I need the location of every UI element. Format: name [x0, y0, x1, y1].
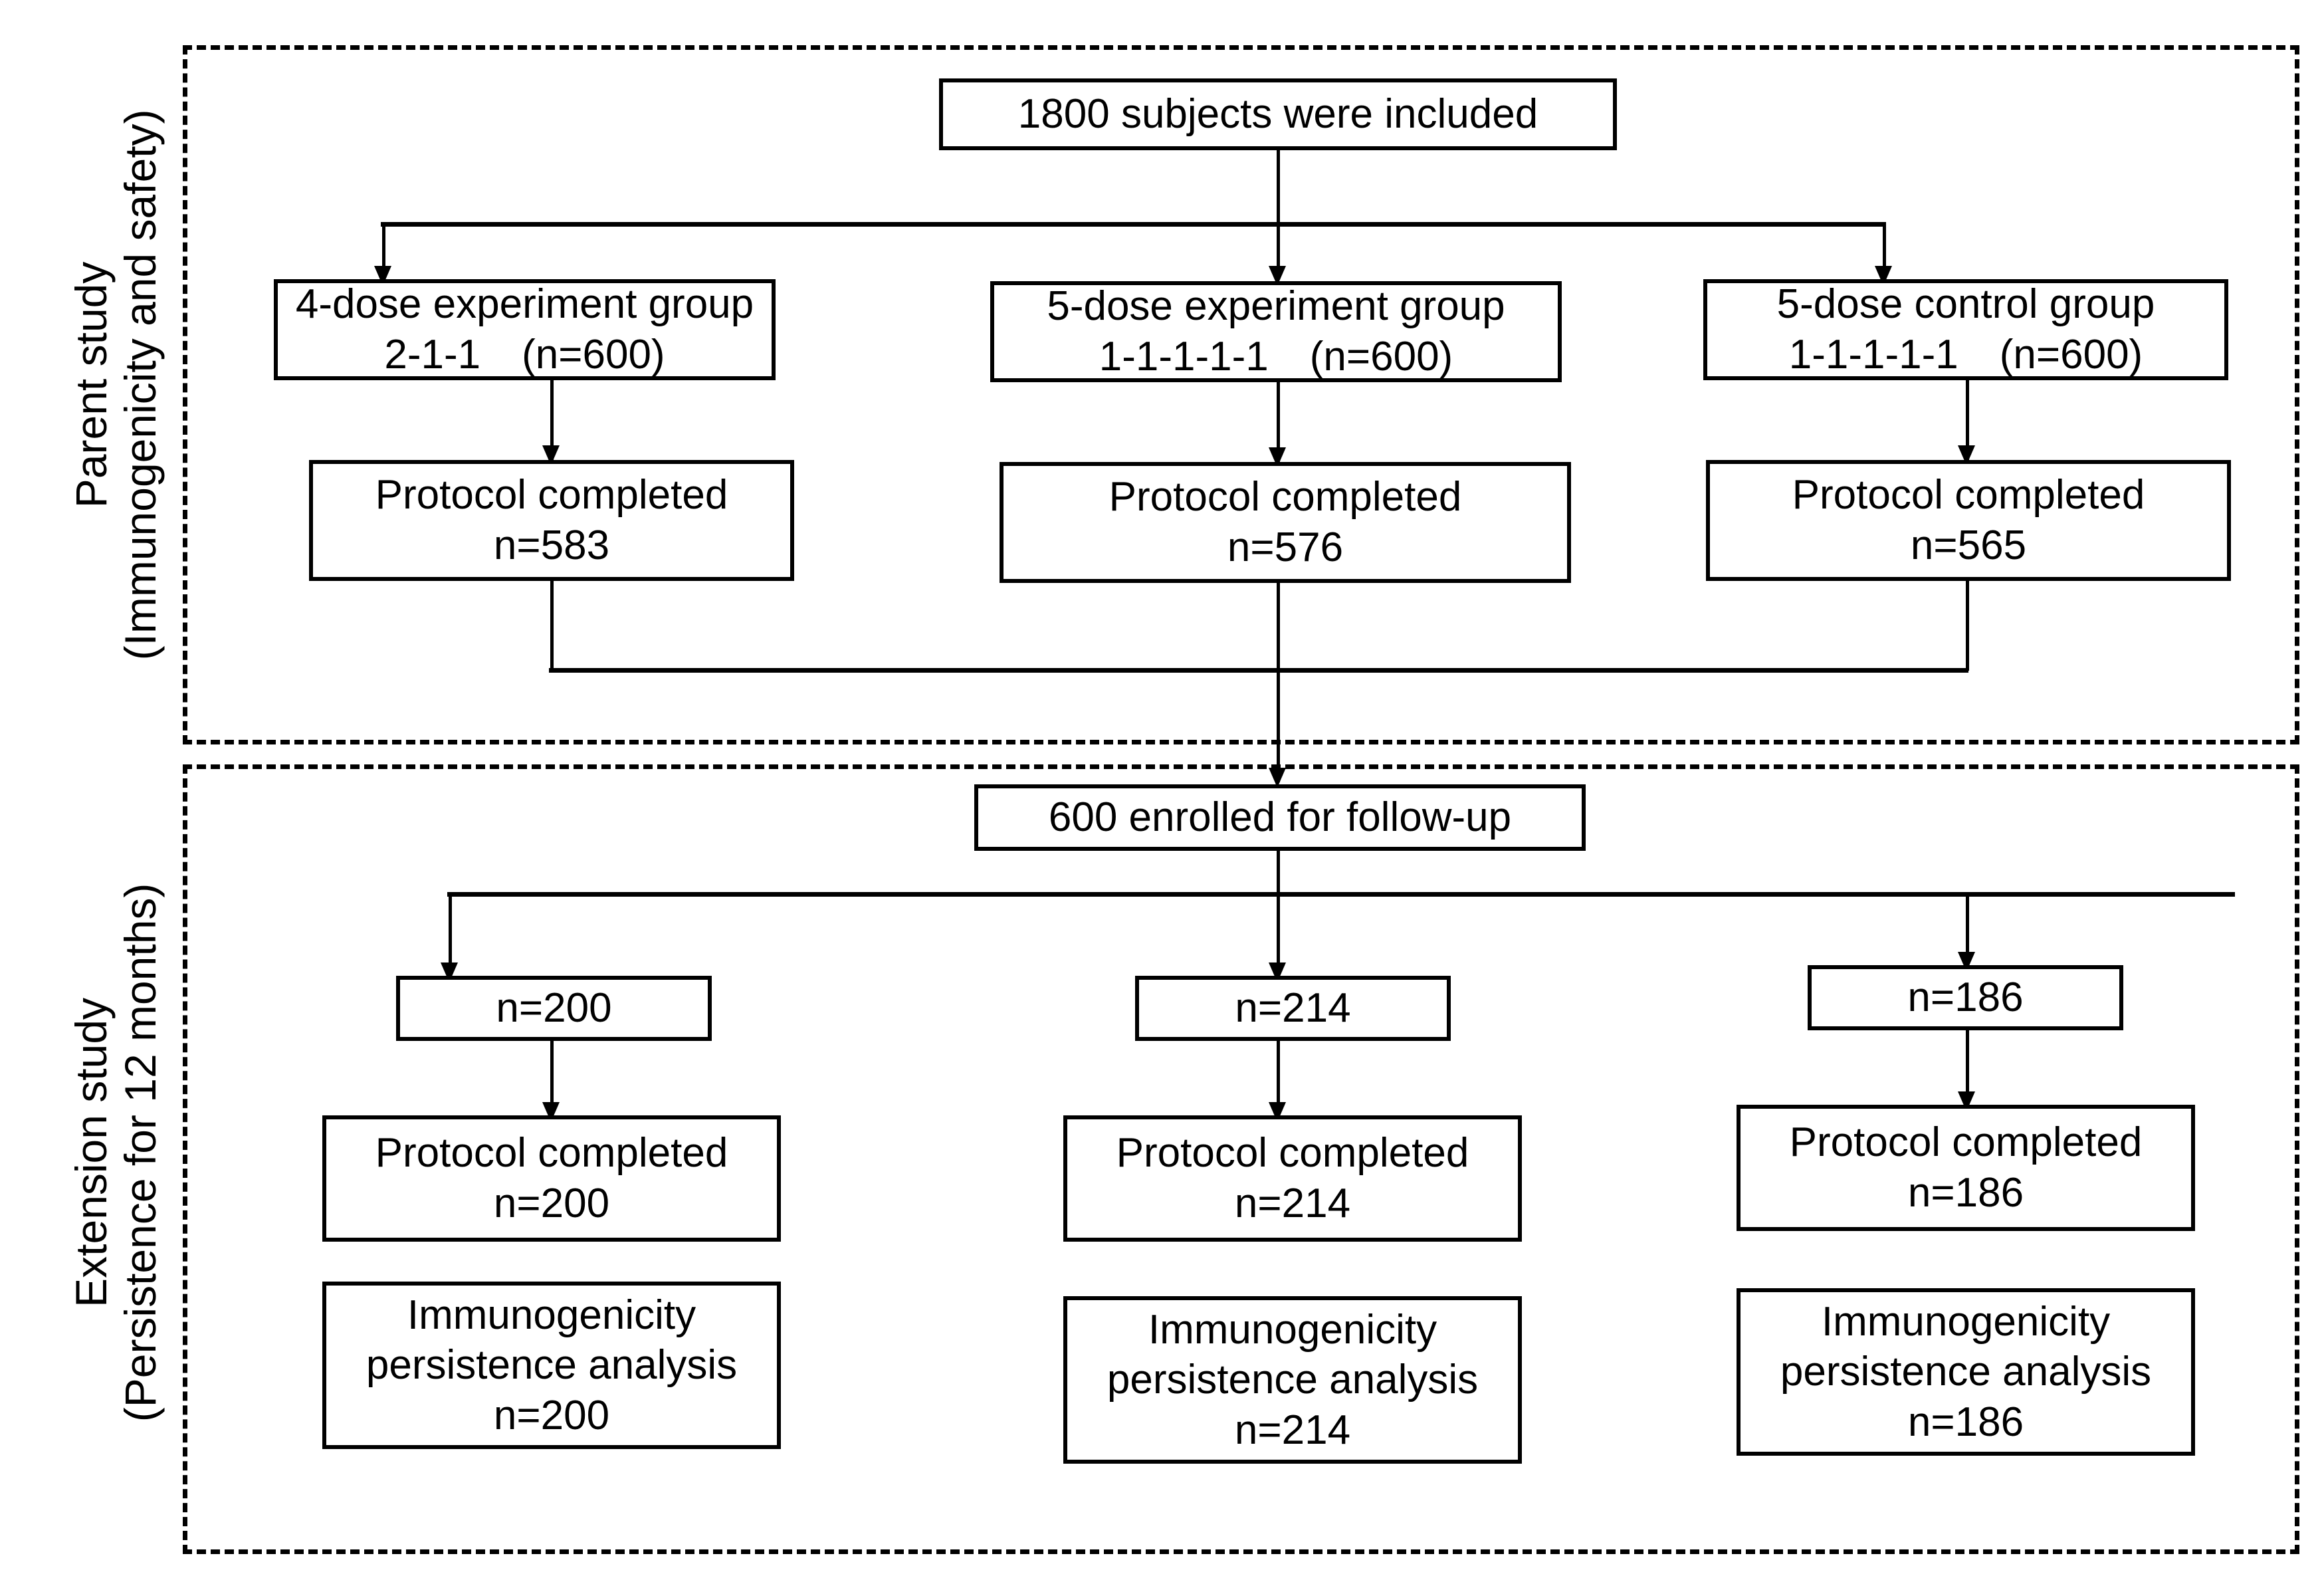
- connector-parent-split-bar: [381, 222, 1884, 227]
- node-parent-enrollment: 1800 subjects were included: [939, 78, 1617, 150]
- node-parent-group-1-line2: 2-1-1 (n=600): [384, 332, 665, 378]
- section-label-extension-study: Extension study (Persistence for 12 mont…: [66, 873, 165, 1432]
- section-label-parent-study-line2: (Immunogenicity and safety): [116, 109, 165, 661]
- connector-merge-stem: [1277, 668, 1280, 782]
- node-extension-analysis-3-line3: n=186: [1907, 1399, 2024, 1445]
- node-extension-completed-1-line1: Protocol completed: [375, 1130, 728, 1177]
- node-extension-enrollment: 600 enrolled for follow-up: [974, 784, 1586, 851]
- node-parent-enrollment-text: 1800 subjects were included: [1017, 91, 1538, 138]
- node-extension-analysis-1-line1: Immunogenicity: [407, 1292, 696, 1338]
- node-extension-enrollment-text: 600 enrolled for follow-up: [1048, 794, 1512, 841]
- node-extension-completed-1-line2: n=200: [493, 1181, 610, 1226]
- node-extension-allocation-1: n=200: [396, 976, 712, 1041]
- node-extension-analysis-3: Immunogenicity persistence analysis n=18…: [1737, 1288, 2195, 1456]
- node-extension-analysis-3-line1: Immunogenicity: [1821, 1298, 2111, 1345]
- node-extension-allocation-3: n=186: [1808, 965, 2123, 1030]
- node-parent-completed-3-line1: Protocol completed: [1792, 472, 2145, 518]
- connector-extension-alloc-2-to-completed: [1277, 1041, 1280, 1115]
- node-parent-completed-1: Protocol completed n=583: [309, 460, 794, 581]
- node-extension-allocation-3-text: n=186: [1907, 974, 2024, 1021]
- node-parent-group-3: 5-dose control group 1-1-1-1-1 (n=600): [1703, 279, 2228, 380]
- node-extension-completed-3-line1: Protocol completed: [1789, 1119, 2143, 1166]
- connector-parent-leg-2: [1277, 222, 1280, 279]
- node-extension-allocation-2-text: n=214: [1235, 985, 1351, 1032]
- connector-merge-leg-3: [1966, 581, 1969, 671]
- node-extension-analysis-3-line2: persistence analysis: [1780, 1349, 2152, 1395]
- section-label-parent-study-line1: Parent study: [66, 261, 116, 508]
- node-parent-completed-1-line2: n=583: [493, 522, 610, 568]
- section-label-extension-study-line1: Extension study: [66, 997, 116, 1307]
- node-parent-completed-3: Protocol completed n=565: [1706, 460, 2231, 581]
- node-parent-group-1: 4-dose experiment group 2-1-1 (n=600): [274, 279, 776, 380]
- node-extension-analysis-1: Immunogenicity persistence analysis n=20…: [322, 1282, 781, 1449]
- node-parent-group-3-line1: 5-dose control group: [1776, 281, 2155, 328]
- node-extension-analysis-2-line3: n=214: [1234, 1407, 1351, 1453]
- connector-extension-leg-2: [1277, 892, 1280, 976]
- node-extension-completed-1: Protocol completed n=200: [322, 1115, 781, 1242]
- connector-extension-alloc-3-to-completed: [1966, 1030, 1969, 1105]
- connector-extension-leg-3: [1966, 892, 1969, 965]
- node-parent-completed-2-line1: Protocol completed: [1109, 474, 1462, 520]
- node-parent-group-1-line1: 4-dose experiment group: [295, 281, 754, 328]
- connector-parent-group-2-to-completed: [1277, 382, 1280, 462]
- node-parent-completed-3-line2: n=565: [1910, 522, 2027, 568]
- connector-extension-split-bar: [447, 892, 2235, 897]
- section-label-extension-study-line2: (Persistence for 12 months): [116, 883, 165, 1422]
- connector-merge-leg-1: [550, 581, 554, 671]
- node-extension-analysis-1-line2: persistence analysis: [366, 1342, 738, 1389]
- node-parent-group-2-line2: 1-1-1-1-1 (n=600): [1099, 334, 1453, 380]
- connector-parent-group-3-to-completed: [1966, 380, 1969, 460]
- connector-parent-leg-3: [1883, 222, 1886, 279]
- connector-parent-group-1-to-completed: [550, 380, 554, 460]
- connector-parent-leg-1: [382, 222, 385, 279]
- node-extension-completed-2-line2: n=214: [1234, 1181, 1351, 1226]
- connector-extension-stem: [1277, 851, 1280, 895]
- node-parent-group-2: 5-dose experiment group 1-1-1-1-1 (n=600…: [990, 281, 1562, 382]
- node-parent-completed-1-line1: Protocol completed: [375, 472, 728, 518]
- node-parent-group-3-line2: 1-1-1-1-1 (n=600): [1788, 332, 2143, 378]
- extension-study-frame: [183, 764, 2299, 1554]
- node-extension-allocation-1-text: n=200: [496, 985, 612, 1032]
- node-parent-completed-2-line2: n=576: [1227, 524, 1344, 570]
- connector-enrollment-stem: [1277, 150, 1280, 225]
- connector-merge-bar: [549, 668, 1968, 673]
- connector-extension-alloc-1-to-completed: [550, 1041, 554, 1115]
- parent-study-frame: [183, 45, 2299, 744]
- node-extension-analysis-2: Immunogenicity persistence analysis n=21…: [1063, 1296, 1522, 1464]
- node-extension-analysis-2-line2: persistence analysis: [1107, 1357, 1479, 1403]
- node-extension-completed-3-line2: n=186: [1907, 1170, 2024, 1216]
- node-extension-completed-3: Protocol completed n=186: [1737, 1105, 2195, 1231]
- connector-merge-leg-2: [1277, 583, 1280, 671]
- connector-extension-leg-1: [449, 892, 452, 976]
- section-label-parent-study: Parent study (Immunogenicity and safety): [66, 106, 165, 664]
- node-extension-completed-2-line1: Protocol completed: [1116, 1130, 1469, 1177]
- node-extension-analysis-2-line1: Immunogenicity: [1148, 1306, 1437, 1353]
- node-parent-group-2-line1: 5-dose experiment group: [1047, 283, 1505, 330]
- node-extension-completed-2: Protocol completed n=214: [1063, 1115, 1522, 1242]
- node-parent-completed-2: Protocol completed n=576: [1000, 462, 1571, 583]
- node-extension-allocation-2: n=214: [1135, 976, 1451, 1041]
- node-extension-analysis-1-line3: n=200: [493, 1392, 610, 1438]
